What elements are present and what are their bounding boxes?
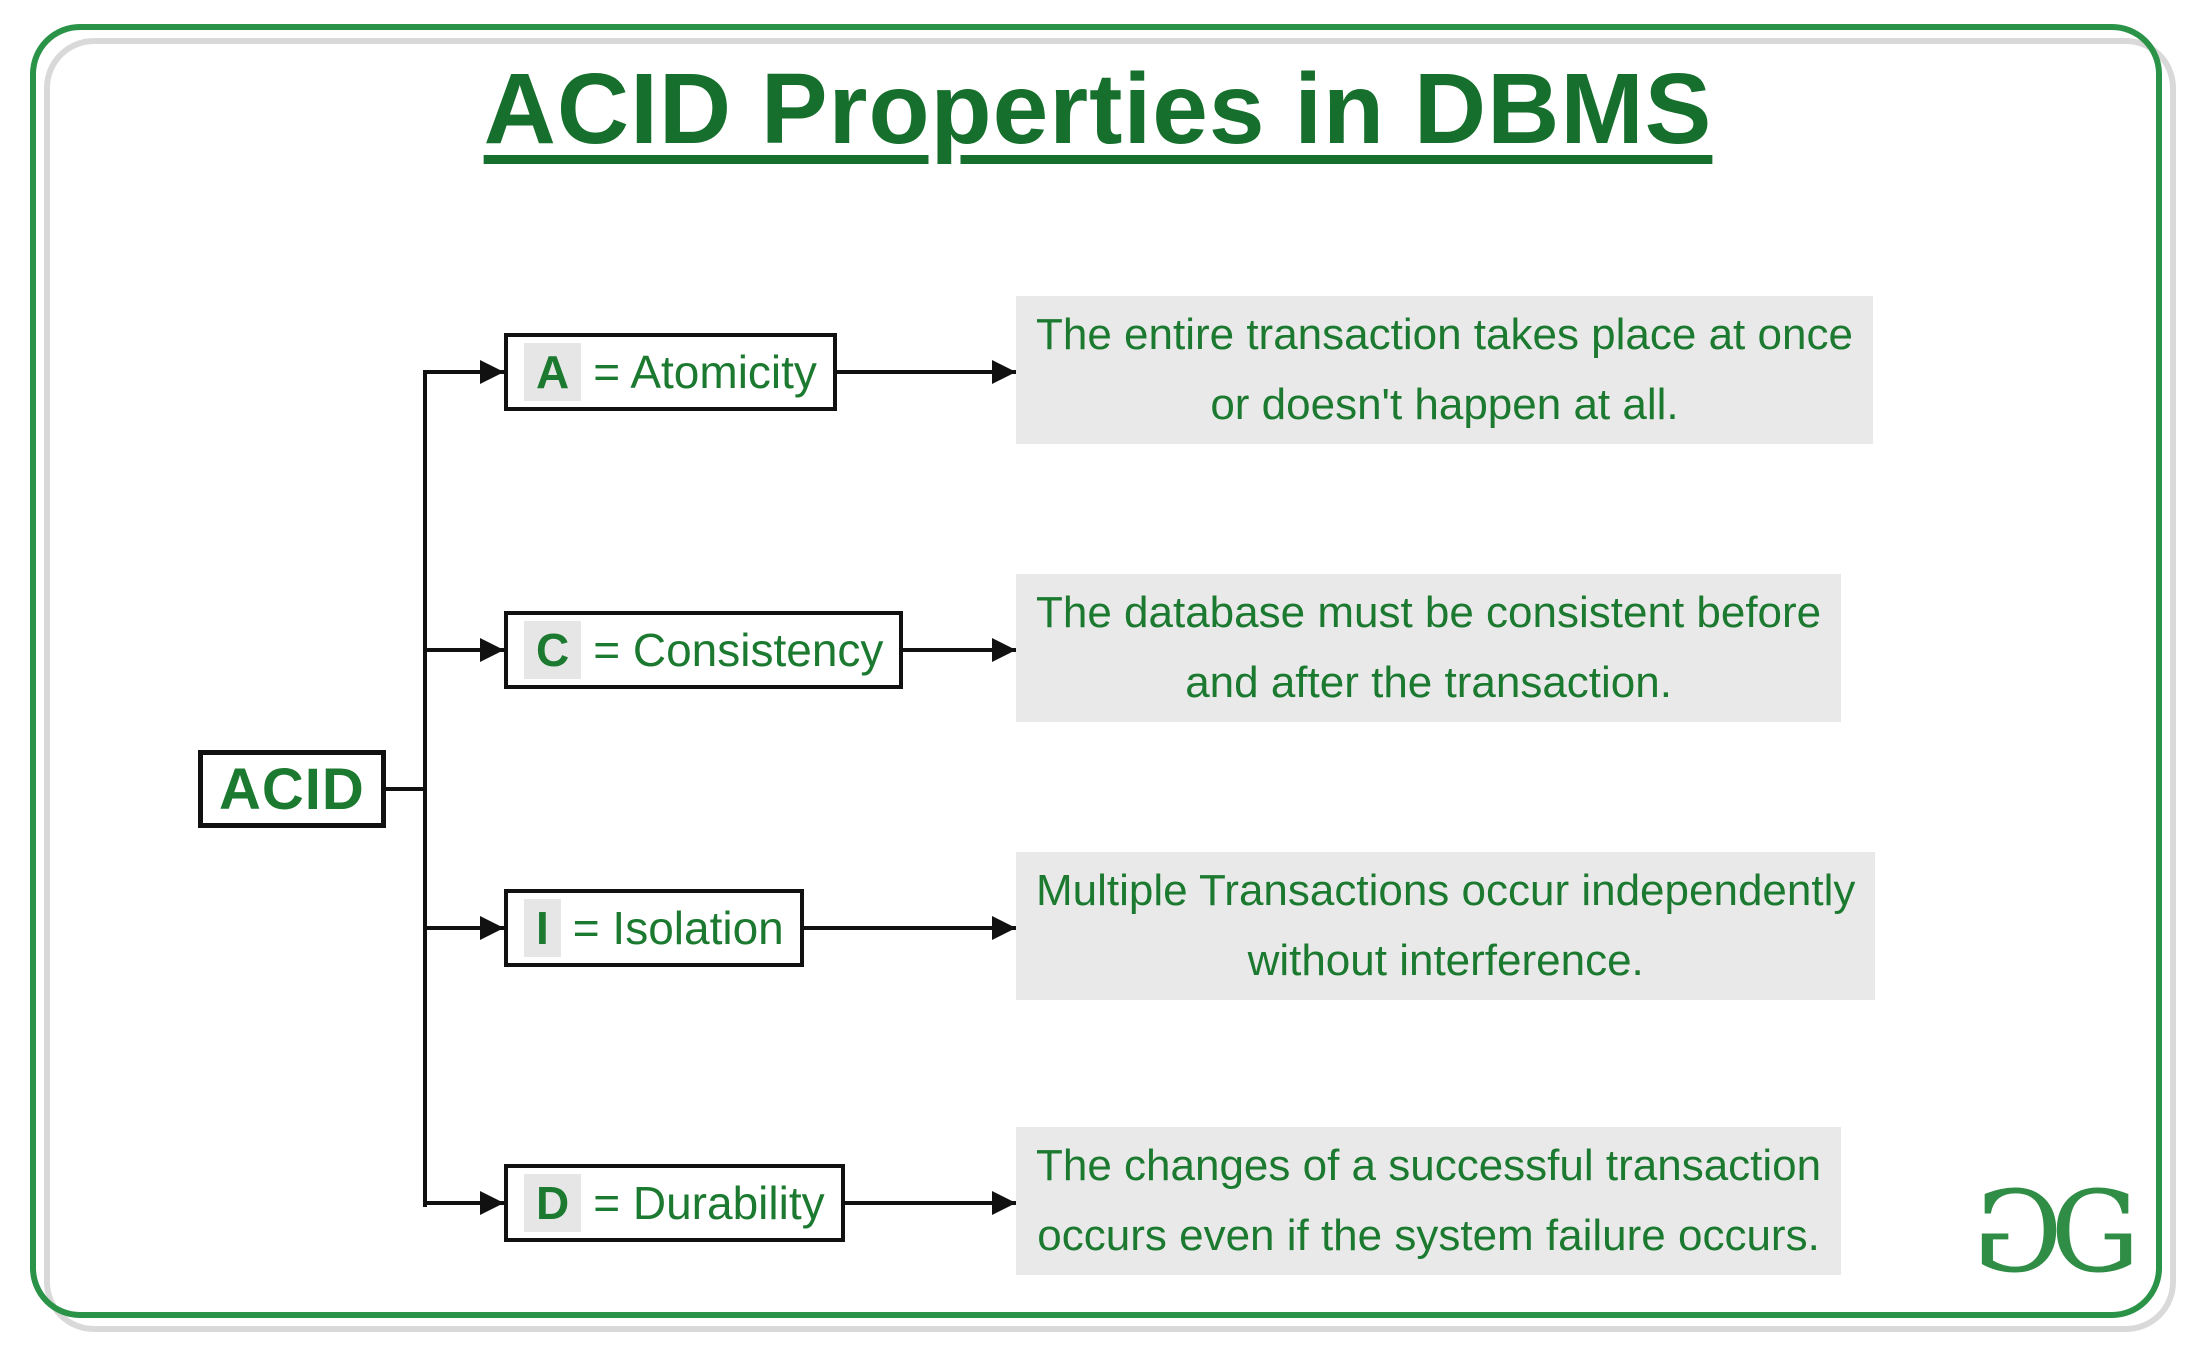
page-title: ACID Properties in DBMS [483, 53, 1713, 165]
description-line: The changes of a successful transaction [1036, 1141, 1822, 1190]
description-line: or doesn't happen at all. [1210, 380, 1679, 429]
node-letter: I [524, 899, 561, 957]
description-line: The entire transaction takes place at on… [1036, 310, 1853, 359]
description-line: without interference. [1247, 936, 1644, 985]
description-line: and after the transaction. [1185, 658, 1672, 707]
connector-root-line [352, 787, 427, 791]
node-term: = Isolation [572, 902, 784, 954]
arrowhead-icon [992, 1191, 1016, 1215]
arrowhead-icon [480, 916, 504, 940]
arrowhead-icon [480, 360, 504, 384]
node-term: = Atomicity [593, 346, 817, 398]
geeksforgeeks-logo-icon: GG [1973, 1168, 2140, 1298]
description-consistency: The database must be consistent before a… [1016, 574, 1842, 722]
node-durability: D = Durability [504, 1164, 845, 1242]
frame-border [30, 24, 2162, 1318]
description-atomicity: The entire transaction takes place at on… [1016, 296, 1873, 444]
node-acid-root: ACID [198, 750, 386, 828]
arrowhead-icon [992, 916, 1016, 940]
arrowhead-icon [992, 638, 1016, 662]
node-isolation: I = Isolation [504, 889, 804, 967]
description-durability: The changes of a successful transaction … [1016, 1127, 1842, 1275]
description-isolation: Multiple Transactions occur independentl… [1016, 852, 1876, 1000]
description-line: The database must be consistent before [1036, 588, 1822, 637]
frame-shadow [44, 38, 2176, 1332]
root-label: ACID [219, 756, 365, 822]
node-consistency: C = Consistency [504, 611, 904, 689]
node-term: = Consistency [593, 624, 884, 676]
arrowhead-icon [480, 1191, 504, 1215]
description-line: occurs even if the system failure occurs… [1037, 1211, 1820, 1260]
arrowhead-icon [992, 360, 1016, 384]
node-letter: A [524, 343, 582, 401]
node-atomicity: A = Atomicity [504, 333, 837, 411]
logo-letter: G [2050, 1168, 2140, 1298]
node-letter: D [524, 1174, 582, 1232]
node-letter: C [524, 621, 582, 679]
logo-letter-mirrored: G [1973, 1168, 2063, 1298]
arrowhead-icon [480, 638, 504, 662]
node-term: = Durability [593, 1177, 825, 1229]
description-line: Multiple Transactions occur independentl… [1036, 866, 1856, 915]
